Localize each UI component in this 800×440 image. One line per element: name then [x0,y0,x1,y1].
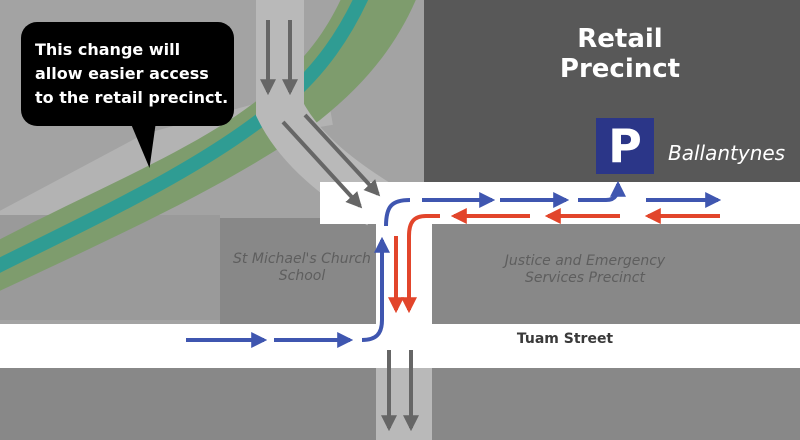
tuam-street-label: Tuam Street [516,331,614,347]
tuam-road [0,324,800,368]
retail-precinct-label: Retail Precinct [559,24,681,84]
river [0,0,369,273]
school-block [220,218,380,324]
parking-name: Ballantynes [668,141,786,165]
existing-flow-arrows [260,20,419,432]
school-label: St Michael's Church School [233,251,371,284]
justice-block [428,224,800,324]
lower-block-left [0,368,376,440]
outbound-flow-arrows [388,208,720,314]
callout-bubble: This change will allow easier access to … [21,22,234,126]
inbound-flow-arrows [186,180,722,348]
justice-precinct-label: Justice and Emergency Services Precinct [504,253,666,286]
callout-text: This change will allow easier access to … [35,40,229,107]
south-lane [376,368,432,440]
lower-block-right [432,368,800,440]
parking-icon: P [596,118,654,174]
